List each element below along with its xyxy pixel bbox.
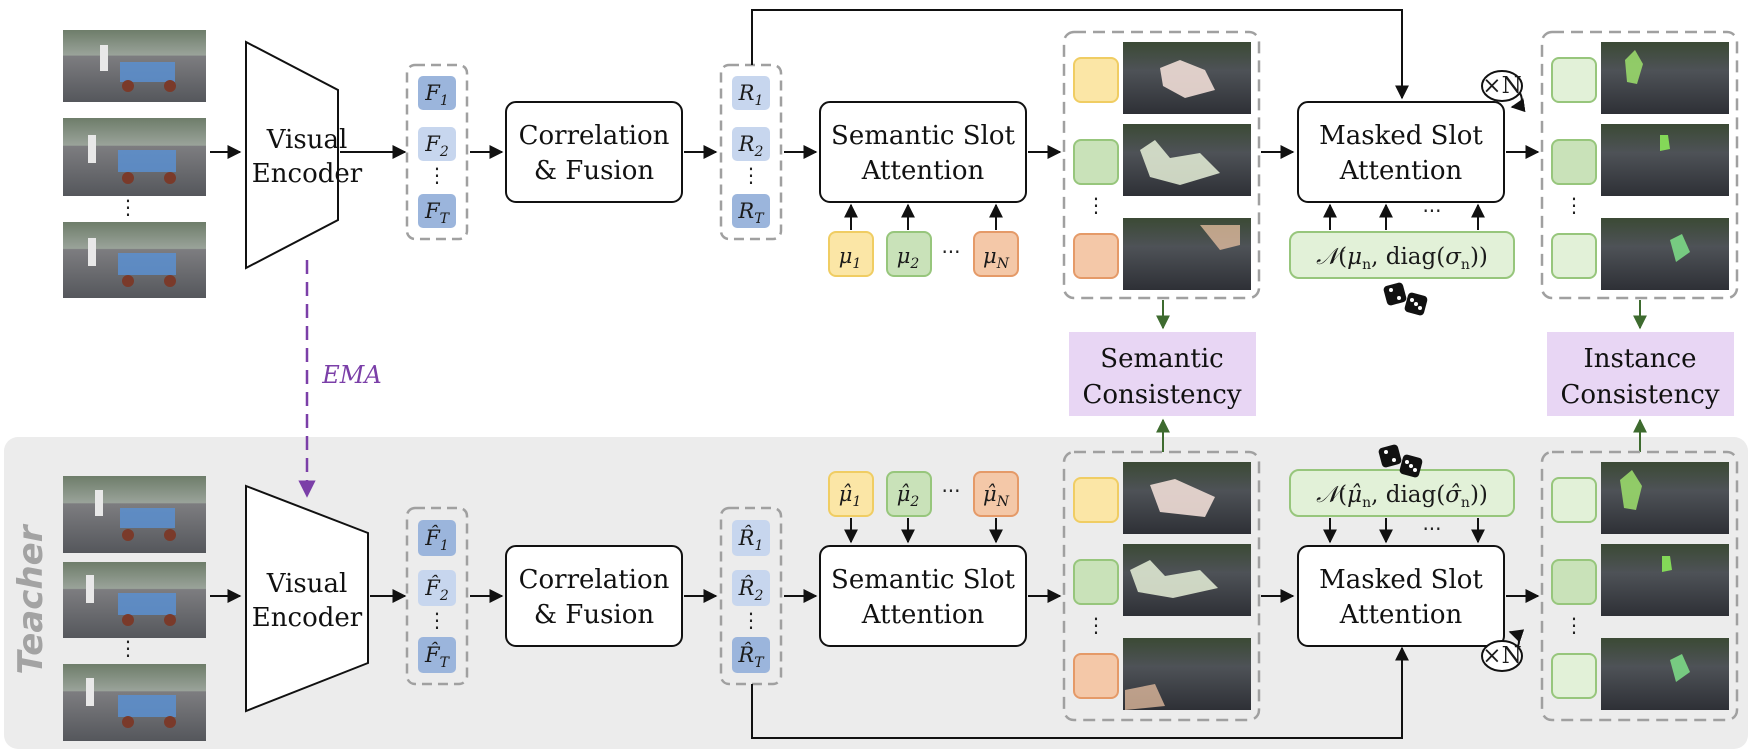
- encoder-label-line2: Encoder: [252, 159, 363, 189]
- svg-text:⋮: ⋮: [741, 608, 761, 632]
- student-correlation-fusion: Correlation & Fusion: [505, 101, 683, 203]
- encoder-label-line1: Visual: [266, 125, 348, 155]
- svg-text:R̂1: R̂1: [738, 526, 764, 554]
- svg-text:𝒩(μ̂n, diag(σ̂n)): 𝒩(μ̂n, diag(σ̂n)): [1316, 482, 1488, 511]
- svg-text:Attention: Attention: [861, 156, 985, 186]
- semantic-consistency-box: Semantic Consistency: [1069, 332, 1256, 416]
- teacher-fused-features: R̂1 R̂2 ⋮ R̂T: [719, 506, 783, 686]
- gaussian-label: 𝒩(μn, diag(σn)): [1316, 244, 1488, 273]
- frame-thumbnail: [63, 562, 206, 638]
- svg-text:Masked Slot: Masked Slot: [1319, 121, 1483, 151]
- svg-text:& Fusion: & Fusion: [534, 600, 655, 630]
- svg-text:···: ···: [941, 479, 960, 503]
- instance-consistency-box: Instance Consistency: [1547, 332, 1734, 416]
- student-features: F1 F2 ⋮ FT: [405, 63, 469, 241]
- semantic-consistency-line1: Semantic: [1100, 344, 1223, 374]
- svg-text:⋮: ⋮: [1086, 193, 1106, 217]
- svg-text:⋮: ⋮: [1564, 613, 1584, 637]
- svg-text:Visual: Visual: [266, 569, 348, 599]
- teacher-correlation-fusion: Correlation & Fusion: [505, 545, 683, 647]
- svg-text:Attention: Attention: [861, 600, 985, 630]
- svg-text:⋮: ⋮: [427, 163, 447, 187]
- teacher-slot-priors: μ̂1 μ̂2 ··· μ̂N: [828, 471, 1019, 544]
- svg-text:⋮: ⋮: [741, 163, 761, 187]
- teacher-input-frames: ⋮: [63, 476, 206, 741]
- teacher-label: Teacher: [11, 523, 51, 674]
- svg-text:Correlation: Correlation: [519, 121, 670, 151]
- svg-text:Semantic Slot: Semantic Slot: [831, 565, 1015, 595]
- student-fused-features: R1 R2 ⋮ RT: [719, 63, 783, 241]
- svg-text:···: ···: [941, 240, 960, 264]
- svg-text:···: ···: [1422, 199, 1441, 223]
- frame-thumbnail: [63, 30, 206, 102]
- frame-thumbnail: [63, 664, 206, 741]
- teacher-masked-slot-attention: Masked Slot Attention: [1297, 545, 1505, 647]
- instance-consistency-line2: Consistency: [1560, 380, 1719, 410]
- frame-thumbnail: [63, 222, 206, 298]
- svg-text:Encoder: Encoder: [252, 603, 363, 633]
- svg-text:Attention: Attention: [1339, 156, 1463, 186]
- svg-text:⋮: ⋮: [1564, 193, 1584, 217]
- svg-text:Semantic Slot: Semantic Slot: [831, 121, 1015, 151]
- svg-text:μN: μN: [983, 244, 1010, 272]
- ema-label: EMA: [321, 361, 381, 389]
- teacher-semantic-slots: ⋮: [1062, 450, 1261, 722]
- svg-text:⋮: ⋮: [1086, 613, 1106, 637]
- instance-consistency-line1: Instance: [1583, 344, 1696, 374]
- teacher-repeat-indicator: ×N: [1481, 629, 1525, 672]
- student-semantic-slots: ⋮: [1062, 30, 1261, 300]
- svg-text:⋮: ⋮: [118, 636, 138, 660]
- student-input-frames: ⋮: [63, 30, 206, 298]
- student-gaussian-sampler: ··· 𝒩(μn, diag(σn)): [1289, 199, 1515, 279]
- teacher-visual-encoder: Visual Encoder: [245, 484, 369, 713]
- svg-text:⋮: ⋮: [427, 608, 447, 632]
- student-instance-slots: ⋮: [1540, 30, 1739, 300]
- teacher-gaussian-sampler: 𝒩(μ̂n, diag(σ̂n)) ···: [1289, 469, 1515, 544]
- svg-text:×N: ×N: [1482, 643, 1521, 669]
- svg-text:F̂2: F̂2: [424, 576, 449, 604]
- svg-text:& Fusion: & Fusion: [534, 156, 655, 186]
- student-semantic-slot-attention: Semantic Slot Attention: [819, 101, 1027, 203]
- student-visual-encoder: Visual Encoder: [245, 40, 363, 270]
- teacher-features: F̂1 F̂2 ⋮ F̂T: [405, 506, 469, 686]
- frame-thumbnail: [63, 476, 206, 553]
- student-repeat-indicator: ×N: [1481, 70, 1526, 113]
- student-slot-priors: μ1 μ2 ··· μN: [828, 203, 1019, 277]
- svg-text:···: ···: [1422, 517, 1441, 541]
- semantic-consistency-line2: Consistency: [1082, 380, 1241, 410]
- teacher-semantic-slot-attention: Semantic Slot Attention: [819, 545, 1027, 647]
- svg-text:Correlation: Correlation: [519, 565, 670, 595]
- dice-icon: [1383, 282, 1428, 316]
- teacher-instance-slots: ⋮: [1540, 450, 1739, 722]
- svg-text:×N: ×N: [1482, 73, 1521, 99]
- svg-text:Attention: Attention: [1339, 600, 1463, 630]
- student-masked-slot-attention: Masked Slot Attention: [1297, 101, 1505, 203]
- frame-thumbnail: [63, 118, 206, 196]
- dice-icon: [1378, 444, 1423, 478]
- svg-text:Masked Slot: Masked Slot: [1319, 565, 1483, 595]
- svg-text:⋮: ⋮: [118, 195, 138, 219]
